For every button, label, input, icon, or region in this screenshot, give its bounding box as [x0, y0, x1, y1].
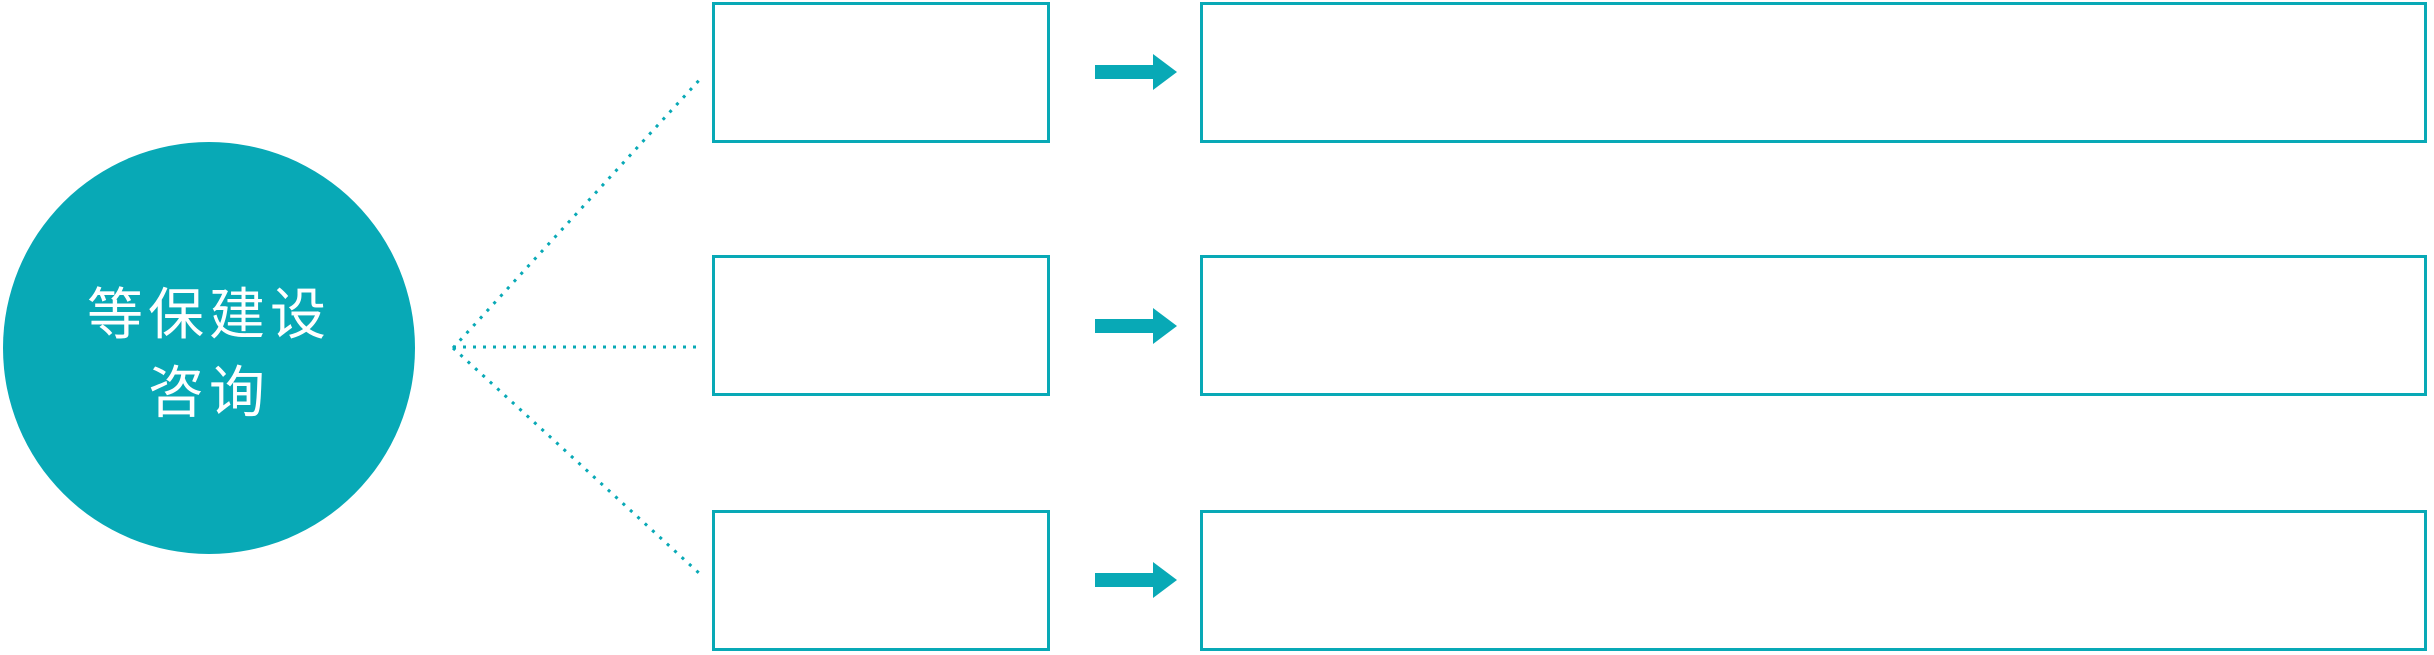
category-box	[712, 510, 1050, 651]
description-box	[1200, 2, 2427, 143]
dotted-line-bottom	[451, 346, 702, 576]
arrow-right-shape	[1095, 562, 1177, 598]
dotted-line-top	[451, 74, 705, 350]
arrow-right-shape	[1095, 54, 1177, 90]
hub-circle: 等保建设 咨询	[3, 142, 415, 554]
description-box	[1200, 510, 2427, 651]
arrow-right-shape	[1095, 308, 1177, 344]
arrow-right-icon	[1095, 562, 1177, 598]
arrow-right-icon	[1095, 54, 1177, 90]
arrow-right-icon	[1095, 308, 1177, 344]
description-box	[1200, 255, 2427, 396]
category-box	[712, 255, 1050, 396]
hub-label-line1: 等保建设	[87, 283, 331, 348]
hub-label-line2: 咨询	[148, 361, 270, 426]
category-box	[712, 2, 1050, 143]
